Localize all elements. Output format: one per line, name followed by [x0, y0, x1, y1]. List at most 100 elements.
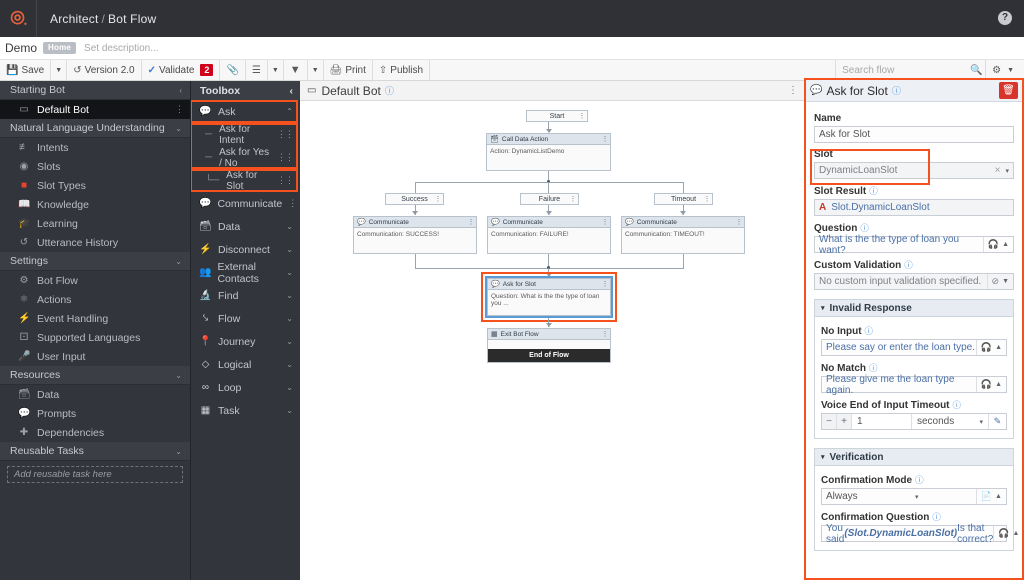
node-start[interactable]: Start ⋮ — [526, 110, 588, 122]
reusable-task-dropzone[interactable]: Add reusable task here — [7, 466, 183, 483]
sidebar-item-data[interactable]: 🗃 Data — [0, 385, 190, 404]
node-menu-button[interactable]: ⋮ — [601, 136, 609, 143]
sidebar-section-settings[interactable]: Settings ⌄ — [0, 252, 190, 271]
chevron-down-icon[interactable]: ⌄ — [286, 222, 293, 231]
timeout-value-input[interactable]: 1 — [852, 414, 912, 429]
version-button[interactable]: ↺ Version 2.0 — [67, 60, 142, 80]
confirmation-question-audio-selector[interactable]: 🎧▲ — [993, 526, 1019, 541]
sidebar-section-resources[interactable]: Resources ⌄ — [0, 366, 190, 385]
sidebar-item-utterance-history[interactable]: ↺ Utterance History — [0, 233, 190, 252]
node-menu-button[interactable]: ⋮ — [735, 219, 743, 226]
help-icon[interactable]: ? — [998, 11, 1012, 25]
section-invalid-response-header[interactable]: ▾ Invalid Response — [814, 299, 1014, 317]
edit-icon[interactable]: ✎ — [988, 414, 1006, 429]
filter-button[interactable]: ▼ — [284, 60, 308, 80]
info-icon[interactable]: ⓘ — [952, 400, 962, 410]
node-menu-button[interactable]: ⋮ — [434, 196, 442, 203]
sidebar-item-default-bot[interactable]: ▭ Default Bot ⋮ — [0, 100, 190, 119]
drag-handle-icon[interactable]: ⋮⋮ — [277, 175, 294, 185]
chevron-down-icon[interactable]: ⌄ — [286, 291, 293, 300]
decrement-button[interactable]: − — [822, 414, 837, 429]
drag-handle-icon[interactable]: ⋮⋮ — [288, 198, 300, 208]
timeout-unit-select[interactable]: seconds — [917, 416, 955, 427]
node-communicate-success[interactable]: 💬 Communicate ⋮ Communication: SUCCESS! — [353, 216, 477, 254]
info-icon[interactable]: ⓘ — [932, 512, 941, 522]
node-menu-button[interactable]: ⋮ — [703, 196, 711, 203]
chevron-down-icon[interactable]: ⌄ — [175, 123, 182, 133]
info-icon[interactable]: ⓘ — [864, 326, 874, 336]
chevron-up-icon[interactable]: ▲ — [1002, 241, 1009, 248]
chevron-down-icon[interactable]: ⌄ — [175, 446, 182, 456]
no-match-audio-selector[interactable]: 🎧▲ — [975, 377, 1002, 392]
publish-button[interactable]: ⇧ Publish — [373, 60, 431, 80]
info-icon[interactable]: ⓘ — [869, 186, 878, 196]
sidebar-item-slots[interactable]: ◉ Slots — [0, 157, 190, 176]
toolbox-item-find[interactable]: 🔬 Find ⌄ — [191, 284, 300, 307]
name-field[interactable]: Ask for Slot — [814, 126, 1014, 143]
toolbox-item-loop[interactable]: ∞ Loop ⌄ — [191, 376, 300, 399]
sidebar-item-actions[interactable]: ⚛ Actions — [0, 290, 190, 309]
node-menu-button[interactable]: ⋮ — [467, 219, 475, 226]
no-input-audio-selector[interactable]: 🎧▲ — [975, 340, 1002, 355]
toolbox-item-ask-for-yes-no[interactable]: ─ Ask for Yes / No ⋮⋮ — [191, 146, 300, 169]
sidebar-section-reusable-tasks[interactable]: Reusable Tasks ⌄ — [0, 442, 190, 461]
no-input-field[interactable]: Please say or enter the loan type. 🎧▲ — [821, 339, 1007, 356]
node-menu-button[interactable]: ⋮ — [601, 219, 609, 226]
search-icon[interactable]: 🔍 — [970, 64, 983, 76]
flow-canvas[interactable]: Start ⋮ 🗃 Call Data Action ⋮ Action: Dyn… — [300, 101, 804, 580]
node-communicate-failure[interactable]: 💬 Communicate ⋮ Communication: FAILURE! — [487, 216, 611, 254]
chevron-down-icon[interactable]: ⌄ — [175, 370, 182, 380]
save-dropdown-button[interactable]: ▼ — [51, 60, 68, 80]
node-ask-for-slot[interactable]: 💬 Ask for Slot ⋮ Question: What is the t… — [487, 278, 611, 316]
drag-handle-icon[interactable]: ⋮ — [175, 104, 184, 114]
sidebar-item-dependencies[interactable]: ✚ Dependencies — [0, 423, 190, 442]
flow-name[interactable]: Demo — [5, 41, 38, 55]
info-icon[interactable]: ⓘ — [891, 86, 901, 96]
info-icon[interactable]: ⓘ — [904, 260, 913, 270]
chevron-down-icon[interactable]: ⌄ — [286, 337, 293, 346]
toolbox-item-disconnect[interactable]: ⚡ Disconnect ⌄ — [191, 238, 300, 261]
chevron-up-icon[interactable]: ⌃ — [286, 107, 293, 116]
confirmation-mode-selector[interactable]: 📄▲ — [975, 489, 1002, 504]
list-dropdown-button[interactable]: ▼ — [268, 60, 284, 80]
sidebar-item-intents[interactable]: ≢ Intents — [0, 138, 190, 157]
toolbox-item-ask-for-intent[interactable]: ─ Ask for Intent ⋮⋮ — [191, 123, 300, 146]
custom-validation-field[interactable]: No custom input validation specified. ⊘▼ — [814, 273, 1014, 290]
chevron-up-icon[interactable]: ▲ — [995, 493, 1002, 500]
sidebar-section-nlu[interactable]: Natural Language Understanding ⌄ — [0, 119, 190, 138]
sidebar-item-knowledge[interactable]: 📖 Knowledge — [0, 195, 190, 214]
node-menu-button[interactable]: ⋮ — [601, 331, 609, 338]
toolbox-item-data[interactable]: 🗃 Data ⌄ — [191, 215, 300, 238]
chevron-up-icon[interactable]: ▲ — [1012, 530, 1020, 537]
info-icon[interactable]: ⓘ — [915, 475, 924, 485]
collapse-icon[interactable]: ‹ — [179, 85, 182, 95]
chevron-up-icon[interactable]: ▲ — [995, 344, 1002, 351]
slot-field[interactable]: DynamicLoanSlot × ▾ — [814, 162, 1014, 179]
save-button[interactable]: 💾 Save — [0, 60, 52, 80]
canvas-menu-button[interactable]: ⋮ — [788, 85, 798, 96]
node-branch-success[interactable]: Success ⋮ — [385, 193, 444, 205]
search-input[interactable] — [842, 64, 971, 76]
toolbox-item-journey[interactable]: 📍 Journey ⌄ — [191, 330, 300, 353]
settings-button[interactable]: ⚙ ▼ — [986, 60, 1024, 80]
info-icon[interactable]: ⓘ — [860, 223, 869, 233]
node-menu-button[interactable]: ⋮ — [601, 281, 609, 288]
sidebar-item-event-handling[interactable]: ⚡ Event Handling — [0, 309, 190, 328]
info-icon[interactable]: ⓘ — [384, 86, 394, 96]
toolbox-item-logical[interactable]: ◇ Logical ⌄ — [191, 353, 300, 376]
question-field[interactable]: What is the the type of loan you want? 🎧… — [814, 234, 1014, 256]
toolbox-item-ask[interactable]: 💬 Ask ⌃ — [191, 100, 300, 123]
chevron-up-icon[interactable]: ▲ — [995, 381, 1002, 388]
toolbox-item-task[interactable]: ▦ Task ⌄ — [191, 399, 300, 422]
chevron-down-icon[interactable]: ⌄ — [175, 256, 182, 266]
toolbox-item-flow[interactable]: ⤥ Flow ⌄ — [191, 307, 300, 330]
drag-handle-icon[interactable]: ⋮⋮ — [277, 129, 294, 139]
chevron-down-icon[interactable]: ⌄ — [286, 360, 293, 369]
list-view-button[interactable]: ☰ — [246, 60, 268, 80]
sidebar-item-supported-languages[interactable]: ⚀ Supported Languages — [0, 328, 190, 347]
node-menu-button[interactable]: ⋮ — [578, 113, 586, 120]
sidebar-item-bot-flow[interactable]: ⚙ Bot Flow — [0, 271, 190, 290]
sidebar-item-prompts[interactable]: 💬 Prompts — [0, 404, 190, 423]
chevron-down-icon[interactable]: ⌄ — [286, 383, 293, 392]
chevron-down-icon[interactable]: ▾ — [915, 493, 919, 501]
